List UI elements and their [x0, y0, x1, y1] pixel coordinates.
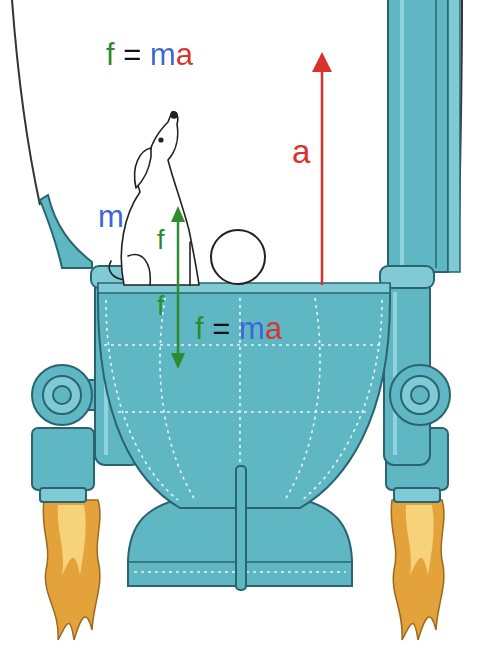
nozzle-tip [40, 488, 86, 502]
booster-highlight [393, 292, 397, 455]
engine-ring [32, 365, 92, 425]
dog-body [121, 112, 199, 285]
dotted-seam [302, 300, 382, 500]
engine-hub [53, 386, 71, 404]
force-label: f [157, 292, 165, 322]
fuel-tube [388, 0, 448, 272]
dog-eye [159, 138, 163, 142]
ball [211, 230, 265, 284]
engine-ring [43, 376, 81, 414]
acceleration-arrow [321, 68, 324, 285]
flame-core [58, 505, 86, 575]
tube-highlight [400, 0, 404, 268]
arrow-head [171, 206, 185, 222]
dog-nose [171, 112, 177, 118]
arrow-head [312, 52, 332, 72]
engine-hub [411, 386, 429, 404]
dotted-seam [106, 300, 178, 500]
equation: f = ma [195, 312, 282, 346]
acceleration-label: a [292, 134, 310, 170]
dog-leg [128, 255, 150, 285]
dog [109, 112, 199, 285]
fuselage-skin [448, 0, 460, 272]
force-arrow [177, 218, 180, 357]
arrow-head [171, 353, 185, 369]
nozzle-tip [394, 488, 440, 502]
fuselage-skin [40, 195, 92, 268]
dog-leg [189, 242, 191, 285]
fuselage-wall [12, 0, 40, 205]
nozzle [32, 428, 94, 490]
flame [43, 500, 100, 640]
force-label: f [157, 226, 165, 256]
mass-label: m [98, 200, 124, 234]
dotted-seam [285, 298, 320, 500]
dotted-seam [118, 411, 370, 413]
dog-ear [135, 148, 151, 188]
equation: f = ma [106, 38, 193, 72]
center-rod [236, 466, 246, 590]
flame [391, 500, 444, 640]
flame-core [406, 505, 434, 575]
engine-ring [401, 376, 439, 414]
tube-seam [435, 0, 437, 268]
engine-ring [390, 365, 450, 425]
